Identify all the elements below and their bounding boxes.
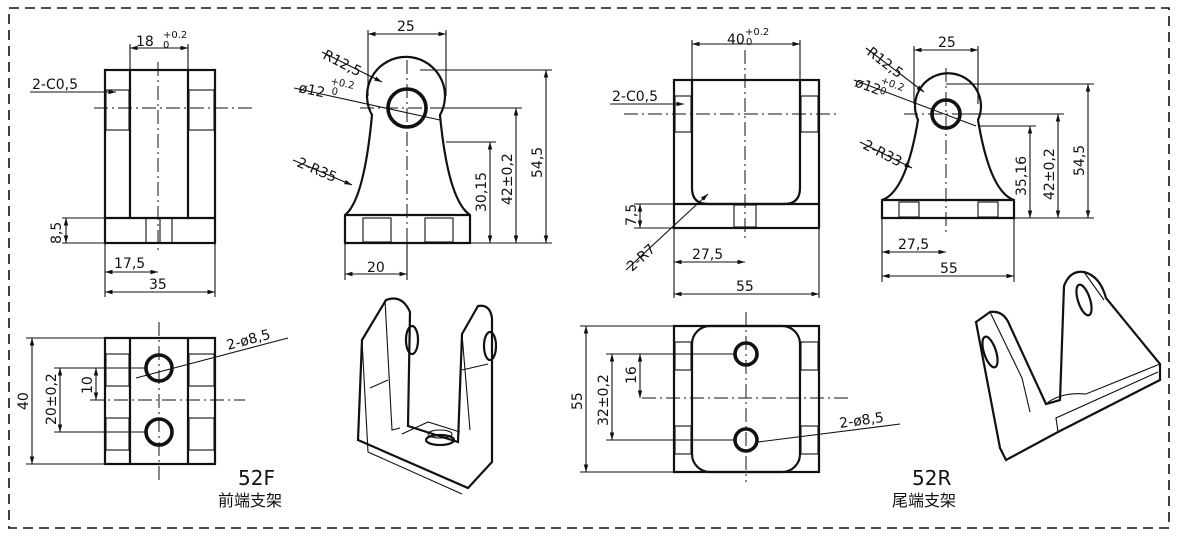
dim-phi8-5-left-label: 2-ø8,5 [225,327,272,354]
rear-bracket-name: 尾端支架 [892,491,956,510]
dim-18-label: 18 [136,34,154,50]
dim-35-label: 35 [149,277,167,293]
dim-27-5-mid-label: 27,5 [692,247,723,263]
dim-55-vert-label: 55 [570,392,586,410]
dim-7-5-label: 7,5 [624,204,640,226]
front-bracket-top-view [90,322,245,480]
dim-16-label: 16 [624,366,640,384]
rear-bracket-side-view [880,68,1016,236]
dim-27-5-right-label: 27,5 [898,237,929,253]
dim-25-left-label: 25 [397,19,415,35]
dim-40-top-label: 40 [727,32,745,48]
dim-30-15-label: 30,15 [474,172,490,212]
dim-r12-5-left-label: R12,5 [320,47,364,80]
dim-r7-label: 2-R7 [624,241,659,275]
dim-25-right-label: 25 [938,35,956,51]
dim-r35-label: 2-R35 [294,155,338,186]
rear-bracket-iso-view [974,270,1162,462]
dim-54-5-left-label: 54,5 [530,147,546,178]
dim-42-left-label: 42±0,2 [500,153,516,205]
dim-40-label: 40 [16,392,32,410]
dim-40-tol-upper: +0.2 [745,27,769,38]
dim-17-5-label: 17,5 [114,256,145,272]
front-bracket-iso-view [356,297,498,495]
dim-phi12-right-tol-lower: 0 [878,85,888,98]
dim-40-tol-lower: 0 [746,37,752,48]
dim-18-tol-lower: 0 [163,40,169,51]
dim-55-right-label: 55 [940,261,958,277]
dim-c05-left-label: 2-C0,5 [32,77,78,93]
dim-20-02-label: 20±0,2 [44,373,60,425]
dim-phi8-5-right-label: 2-ø8,5 [838,410,885,432]
dim-35-16-label: 35,16 [1014,156,1030,196]
front-bracket-side-view [343,55,472,262]
front-bracket-name: 前端支架 [218,491,282,510]
dim-8-5-label: 8,5 [49,222,65,244]
dim-r33-label: 2-R33 [860,137,904,170]
dim-20-label: 20 [367,260,385,276]
sheet-border [8,7,1170,529]
dim-phi12-left-label: ø12 [297,80,326,101]
dim-c05-right-label: 2-C0,5 [612,89,658,105]
dim-42-right-label: 42±0,2 [1042,148,1058,200]
front-bracket-code: 52F [238,466,275,490]
rear-bracket-top-view [642,312,848,482]
rear-bracket-code: 52R [912,466,951,490]
dim-10-label: 10 [80,376,96,394]
dim-54-5-right-label: 54,5 [1072,145,1088,176]
dim-phi12-left-tol-lower: 0 [330,86,339,98]
rear-bracket-front-view [624,50,838,240]
dim-18-tol-upper: +0.2 [163,30,187,41]
dim-55-mid-label: 55 [736,279,754,295]
front-bracket-front-view [94,62,256,250]
dim-32-02-label: 32±0,2 [596,374,612,426]
dim-phi12-left-tol-upper: +0.2 [329,76,355,92]
